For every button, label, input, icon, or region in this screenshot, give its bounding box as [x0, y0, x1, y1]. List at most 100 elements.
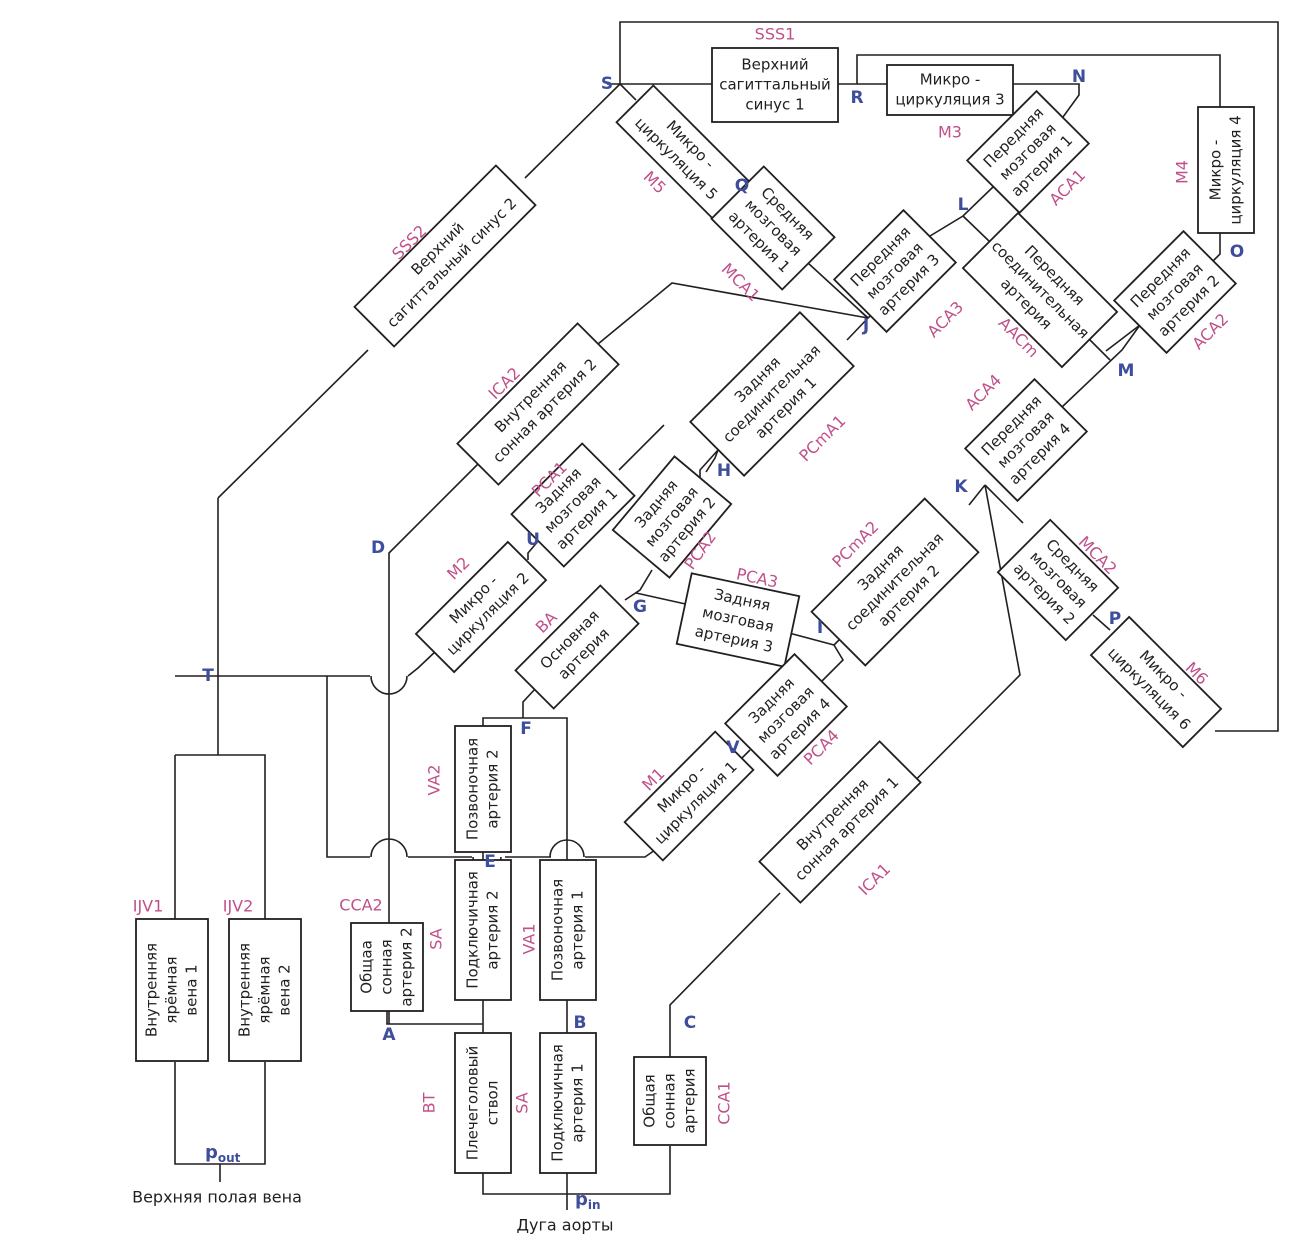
vessel-abbr-va2: VA2	[425, 764, 444, 795]
vessel-box-outline	[711, 47, 839, 123]
node-b: B	[574, 1013, 587, 1033]
vessel-name-line: сонная	[661, 1073, 679, 1128]
outlet-vessel-label: Верхняя полая вена	[132, 1188, 302, 1207]
vessel-box-outline	[539, 859, 597, 1001]
vessel-name-line: артерия 2	[484, 890, 502, 969]
connection-line	[522, 687, 537, 718]
connection-line	[1105, 324, 1141, 352]
vessel-box-outline	[758, 740, 922, 904]
vessel-name-line: ствол	[484, 1081, 502, 1126]
connection-line	[1089, 339, 1111, 361]
connection-line	[984, 484, 1024, 524]
vessel-abbr-ica1: ICA1	[854, 859, 894, 899]
vessel-name-line: Верхний	[741, 56, 808, 74]
connection-line	[619, 83, 637, 101]
node-d: D	[371, 538, 385, 558]
vessel-name-line: ярёмная	[256, 956, 274, 1023]
node-i: I	[817, 618, 823, 638]
vessel-box-outline	[723, 652, 849, 778]
vessel-box-outline	[810, 497, 980, 667]
node-a: A	[382, 1025, 396, 1045]
vessel-box-outline	[689, 311, 855, 477]
node-s: S	[601, 74, 613, 94]
connection-line	[524, 83, 621, 179]
vessel-box-outline	[963, 377, 1089, 503]
connection-line	[838, 54, 1221, 107]
vessel-box-outline	[965, 89, 1091, 215]
vessel-abbr-m2: M2	[443, 553, 473, 583]
vessel-box-outline	[832, 208, 958, 334]
vessel-box-outline	[414, 540, 548, 674]
vessel-name-line: артерия 1	[569, 890, 587, 969]
vessel-box-m3: Микро -циркуляция 3	[886, 64, 1014, 116]
vessel-abbr-ijv1: IJV1	[133, 897, 164, 916]
vessel-name-line: ярёмная	[163, 956, 181, 1023]
connection-line	[619, 21, 1279, 732]
connection-line	[669, 892, 781, 1057]
vessel-box-outline	[456, 322, 620, 486]
connection-line	[386, 1011, 483, 1025]
connection-line	[1013, 83, 1080, 118]
vessel-abbr-sa2: SA	[427, 928, 446, 949]
connection-line	[1061, 324, 1141, 408]
node-k: K	[954, 477, 968, 497]
connection-line	[788, 632, 835, 646]
connection-line	[585, 849, 656, 858]
connection-line	[1092, 614, 1111, 631]
vessel-abbr-mca1: MCA1	[718, 259, 764, 305]
node-h: H	[717, 461, 731, 481]
vessel-name-line: артерия	[681, 1069, 699, 1134]
vessel-name-line: вена 1	[183, 964, 201, 1015]
node-o: O	[1230, 242, 1244, 262]
vessel-box-outline	[710, 165, 836, 291]
node-u: U	[526, 530, 540, 550]
vessel-box-outline	[623, 730, 755, 862]
vessel-box-outline	[611, 455, 733, 579]
inlet-vessel-label: Дуга аорты	[517, 1216, 614, 1235]
vessel-name-line: Внутренняя	[236, 943, 254, 1037]
connection-line	[635, 592, 691, 606]
vessel-box-outline	[961, 211, 1119, 369]
vessel-box-m2: Микро -циркуляция 2	[414, 540, 548, 674]
vessel-name-line: Микро -	[1207, 140, 1225, 201]
vessel-box-outline	[886, 64, 1014, 116]
connection-line	[388, 463, 479, 1024]
vessel-box-m4: Микро -циркуляция 4	[1197, 106, 1255, 234]
vessel-name-line: Позвоночная	[464, 738, 482, 840]
vessel-box-outline	[454, 1032, 512, 1174]
node-f: F	[520, 719, 532, 739]
vessel-abbr-pcma1: PCmA1	[795, 411, 849, 465]
node-t: T	[202, 666, 214, 686]
vessel-abbr-bt: BT	[420, 1092, 439, 1113]
vessel-name-line: сагиттальный	[719, 76, 831, 94]
connection-line	[174, 1062, 266, 1165]
outlet-pressure-label: pout	[205, 1142, 241, 1165]
node-n: N	[1072, 67, 1086, 87]
node-j: J	[862, 316, 869, 336]
connection-line	[846, 317, 869, 341]
vessel-box-outline	[228, 918, 302, 1062]
vessel-box-outline	[510, 442, 636, 568]
vessel-box-outline	[1197, 106, 1255, 234]
connection-line	[807, 262, 869, 319]
vessel-abbr-m3: M3	[938, 123, 962, 142]
connection-line	[217, 349, 369, 499]
vessel-box-outline	[1112, 229, 1238, 355]
